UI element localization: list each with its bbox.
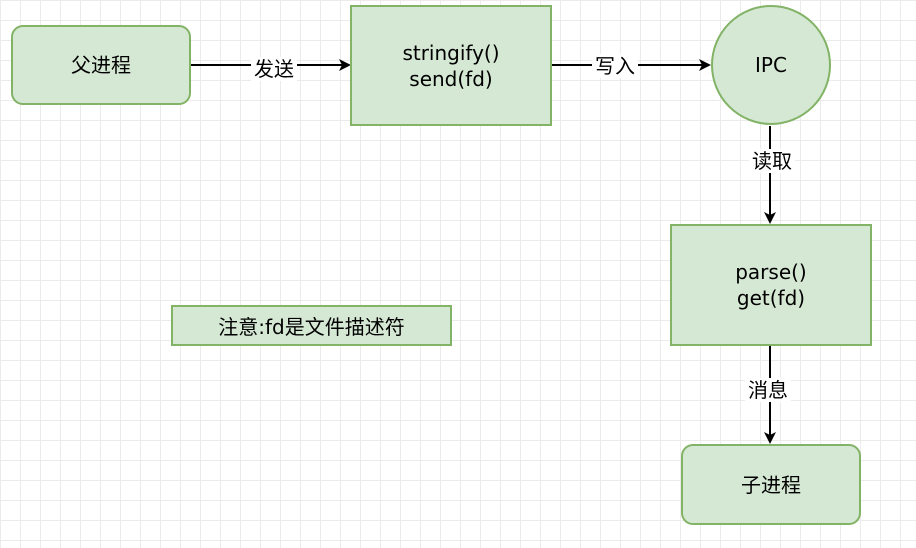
note-text: 注意:fd是文件描述符 xyxy=(218,315,405,339)
node-child-process[interactable]: 子进程 xyxy=(681,444,861,525)
edge-label-send: 发送 xyxy=(251,57,297,81)
edge-label-read: 读取 xyxy=(749,149,795,173)
node-ipc-label: IPC xyxy=(755,53,787,77)
node-serialize-line2: send(fd) xyxy=(409,66,493,91)
node-parent-process[interactable]: 父进程 xyxy=(11,25,191,105)
node-serialize[interactable]: stringify() send(fd) xyxy=(350,5,552,126)
node-parent-process-label: 父进程 xyxy=(71,53,131,77)
edge-label-message: 消息 xyxy=(745,378,791,402)
node-deserialize-line1: parse() xyxy=(735,260,807,284)
node-child-process-label: 子进程 xyxy=(741,472,801,497)
note-box: 注意:fd是文件描述符 xyxy=(171,305,452,346)
node-deserialize[interactable]: parse() get(fd) xyxy=(670,224,872,346)
edge-label-write: 写入 xyxy=(592,54,638,78)
node-deserialize-line2: get(fd) xyxy=(736,286,806,310)
node-ipc[interactable]: IPC xyxy=(711,5,831,125)
node-serialize-line1: stringify() xyxy=(402,40,500,65)
